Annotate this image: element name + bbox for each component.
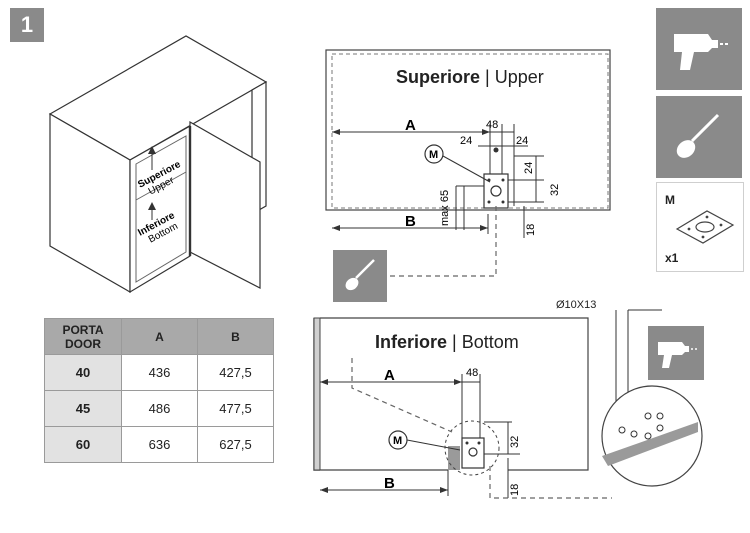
- upper-dim-24-left: 24: [460, 135, 472, 147]
- table-header-a: A: [121, 318, 198, 355]
- upper-dim-24-right: 24: [516, 135, 528, 147]
- table-cell-a: 636: [121, 426, 198, 463]
- lower-dim-a: A: [384, 367, 395, 384]
- lower-dim-48: 48: [466, 367, 478, 379]
- table-header-b: B: [197, 318, 274, 355]
- table-cell-door: 45: [44, 390, 122, 427]
- parts-box: M x1: [656, 182, 744, 272]
- screwdriver-icon: [656, 96, 742, 178]
- upper-dim-48: 48: [486, 119, 498, 131]
- upper-marker-m: M: [429, 149, 438, 161]
- upper-dim-b: B: [405, 213, 416, 230]
- upper-dim-32: 32: [549, 184, 561, 196]
- screwdriver-icon: [333, 250, 387, 302]
- mounting-plate-icon: [675, 210, 735, 244]
- table-cell-a: 436: [121, 354, 198, 391]
- table-cell-a: 486: [121, 390, 198, 427]
- upper-link-line: [390, 204, 497, 277]
- upper-dim-18: 18: [525, 224, 537, 236]
- part-code: M: [665, 193, 675, 207]
- lower-mounting-diagram: A 48 32 18 B M: [313, 309, 703, 499]
- upper-panel-title: Superiore | Upper: [396, 67, 544, 87]
- lower-marker-m: M: [393, 435, 402, 447]
- table-cell-door: 60: [44, 426, 122, 463]
- lower-dim-32: 32: [509, 436, 521, 448]
- upper-dim-a: A: [405, 117, 416, 134]
- table-row: 60 636 627,5: [44, 426, 274, 463]
- table-cell-b: 477,5: [197, 390, 274, 427]
- table-row: 45 486 477,5: [44, 390, 274, 427]
- table-cell-door: 40: [44, 354, 122, 391]
- lower-panel-title: Inferiore | Bottom: [375, 332, 519, 352]
- corner-cabinet-illustration: Superiore Upper Inferiore Bottom: [48, 35, 268, 294]
- step-number-badge: 1: [10, 8, 44, 42]
- upper-dim-max65: max 65: [439, 190, 451, 226]
- lower-dim-18: 18: [509, 484, 521, 496]
- table-row: 40 436 427,5: [44, 354, 274, 391]
- table-cell-b: 627,5: [197, 426, 274, 463]
- drill-icon: [648, 326, 704, 380]
- upper-dim-24-vertical: 24: [523, 162, 535, 174]
- hole-spec-label: Ø10X13: [556, 299, 597, 311]
- upper-mounting-diagram: A B 48 24 24 24 32 18 max 65 M: [325, 49, 611, 238]
- drill-icon: [656, 8, 742, 90]
- part-quantity: x1: [665, 251, 679, 265]
- lower-dim-b: B: [384, 475, 395, 492]
- table-cell-b: 427,5: [197, 354, 274, 391]
